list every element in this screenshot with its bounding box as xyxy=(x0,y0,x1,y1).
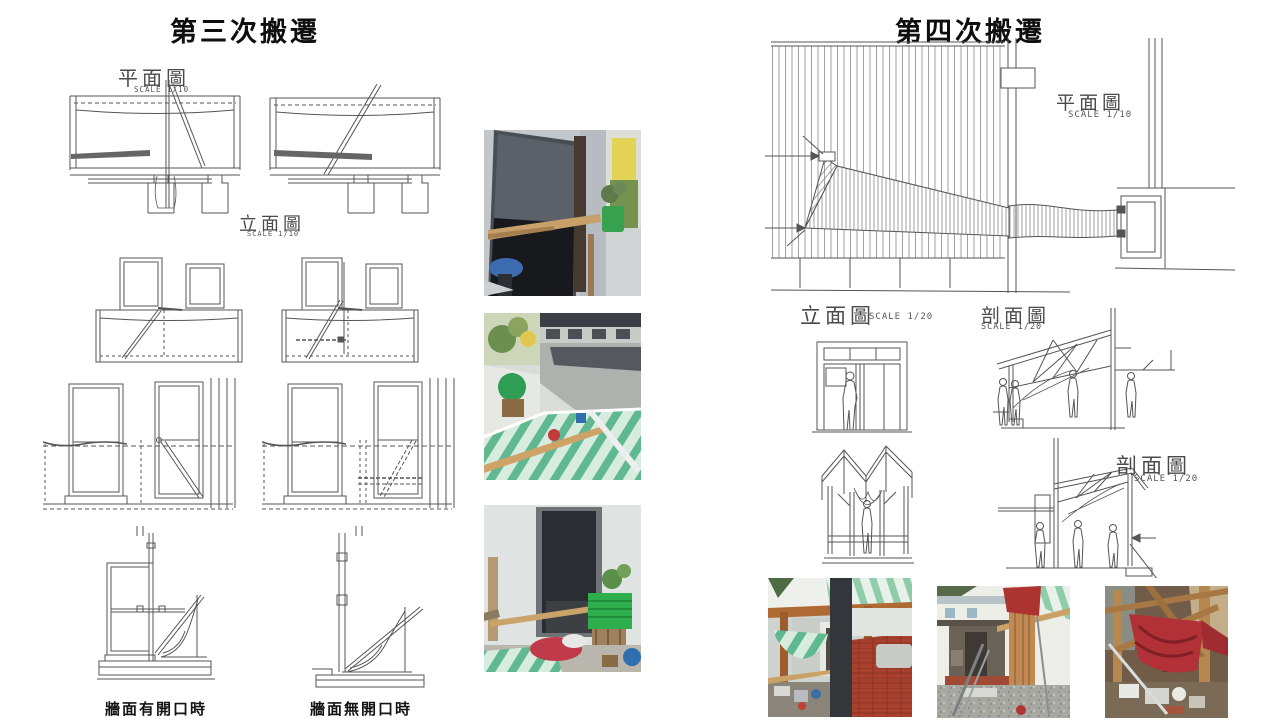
left-section-title: 第三次搬遷 xyxy=(170,17,320,47)
plan-drawing-right xyxy=(765,38,1235,293)
elevation-drawing-right xyxy=(812,340,912,435)
doors-drawing-left-2 xyxy=(262,378,458,536)
caption-wall-with-opening: 牆面有開口時 xyxy=(105,701,208,718)
photo-post-yard xyxy=(937,586,1070,718)
caption-wall-without-opening: 牆面無開口時 xyxy=(310,701,413,718)
elevation-drawing-left-2 xyxy=(280,256,422,364)
right-plan-scale: SCALE 1/10 xyxy=(1068,110,1133,120)
right-section-bottom-label: 剖面圖 xyxy=(1116,455,1191,478)
right-section-bottom-scale: SCALE 1/20 xyxy=(1134,474,1199,484)
right-elevation-label: 立面圖 xyxy=(800,305,875,328)
perspective-drawing-right xyxy=(820,442,915,572)
right-section-top-label: 剖面圖 xyxy=(981,306,1051,327)
right-elevation-scale: SCALE 1/20 xyxy=(869,312,934,322)
elevation-drawing-left-1 xyxy=(94,256,244,364)
left-elevation-label: 立面圖 xyxy=(239,214,305,234)
section-drawing-right-1 xyxy=(993,308,1178,436)
right-section-top-scale: SCALE 1/20 xyxy=(981,322,1043,332)
left-plan-scale: SCALE 1/10 xyxy=(134,85,190,94)
photo-balcony-tarp xyxy=(484,313,641,480)
plan-drawing-left-1 xyxy=(62,80,247,215)
section-drawing-left-1 xyxy=(97,533,217,691)
photo-frame-red-tarp xyxy=(1105,586,1228,718)
photo-door-brace-1 xyxy=(484,130,641,296)
right-plan-label: 平面圖 xyxy=(1056,93,1126,114)
section-drawing-left-2 xyxy=(312,533,426,691)
left-elevation-scale: SCALE 1/10 xyxy=(247,230,300,238)
doors-drawing-left-1 xyxy=(43,378,238,536)
photo-door-brace-2 xyxy=(484,505,641,672)
section-drawing-right-2 xyxy=(998,438,1158,578)
plan-drawing-left-2 xyxy=(262,84,447,217)
photo-interior-hammock xyxy=(768,578,912,717)
